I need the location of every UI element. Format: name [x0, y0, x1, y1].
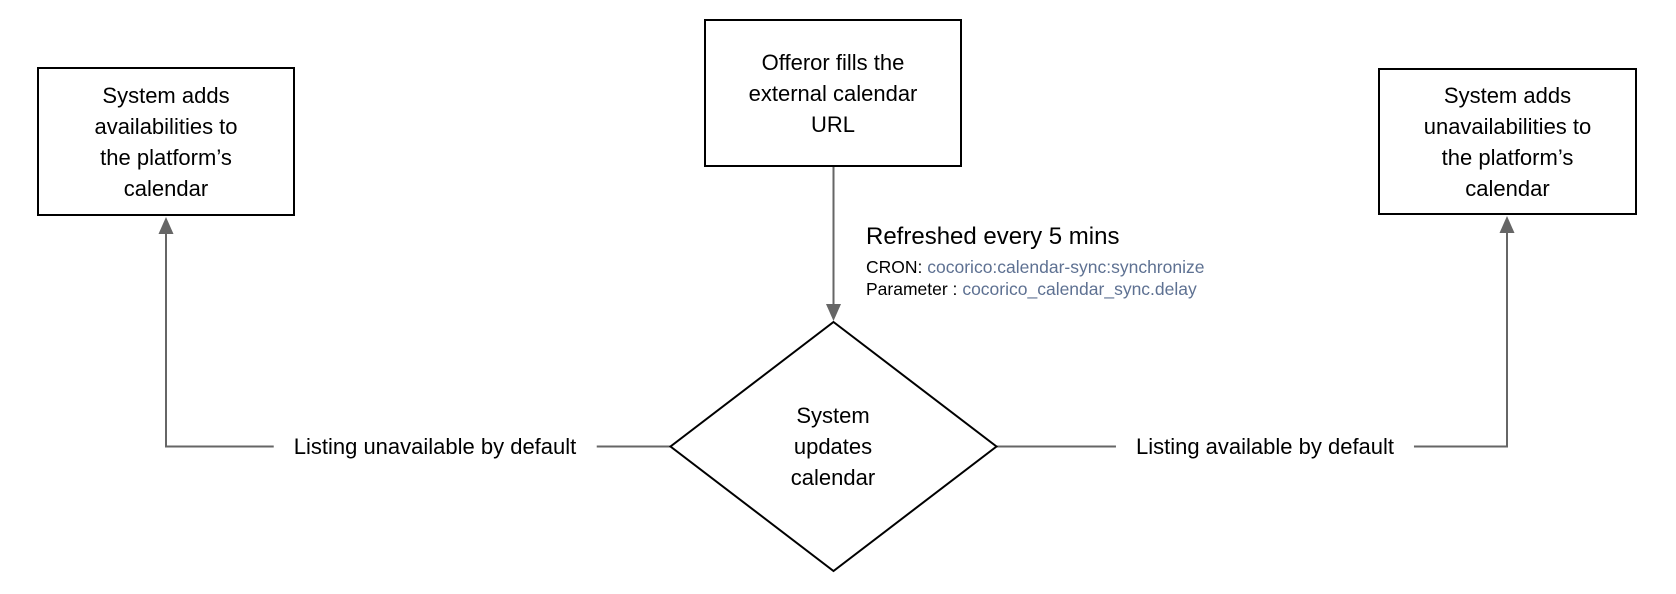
refresh-annotation: Refreshed every 5 mins CRON: cocorico:ca…: [866, 222, 1204, 300]
arrow-down-icon: [826, 304, 841, 321]
parameter-label: Parameter :: [866, 278, 958, 299]
edge-label-available-default: Listing available by default: [1115, 432, 1415, 462]
edge-label-unavailable-default: Listing unavailable by default: [273, 432, 597, 462]
parameter-value: cocorico_calendar_sync.delay: [962, 278, 1197, 299]
parameter-row: Parameter : cocorico_calendar_sync.delay: [866, 279, 1204, 301]
edge-decision-to-availabilities: [165, 234, 671, 448]
cron-label: CRON:: [866, 257, 923, 277]
unavailabilities-box-label: System adds unavailabilities to the plat…: [1423, 82, 1592, 201]
availabilities-box: System adds availabilities to the platfo…: [37, 67, 295, 216]
unavailabilities-box: System adds unavailabilities to the plat…: [1378, 68, 1637, 215]
offeror-box-label: Offeror fills the external calendar URL: [748, 49, 918, 137]
arrow-up-left-icon: [158, 217, 174, 234]
refresh-annotation-title: Refreshed every 5 mins: [866, 223, 1120, 250]
cron-command: cocorico:calendar-sync:synchronize: [927, 257, 1205, 277]
availabilities-box-label: System adds availabilities to the platfo…: [94, 82, 238, 201]
decision-diamond-label: System updates calendar: [790, 403, 876, 490]
offeror-box: Offeror fills the external calendar URL: [704, 19, 962, 167]
arrow-up-right-icon: [1499, 216, 1515, 233]
decision-diamond-shape: [668, 320, 999, 573]
cron-row: CRON: cocorico:calendar-sync:synchronize: [866, 257, 1204, 279]
